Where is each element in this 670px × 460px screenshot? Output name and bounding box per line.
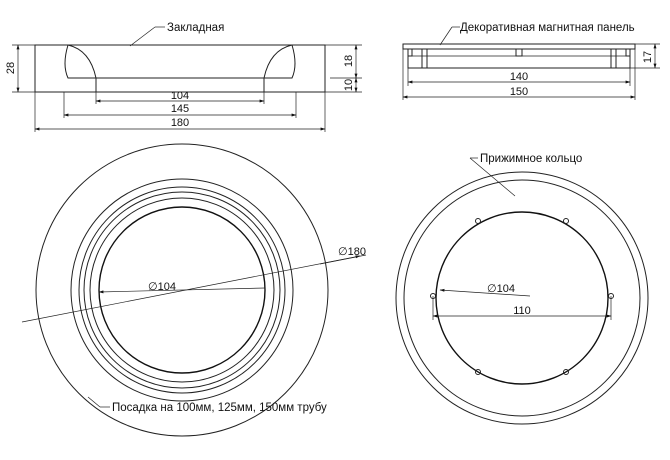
callout-magnetic-panel: Декоративная магнитная панель (460, 22, 635, 34)
insert-plan-view: ∅180 ∅104 Посадка на 100мм, 125мм, 150мм… (21, 143, 367, 437)
mounting-hole (475, 369, 481, 375)
dim-diameter-104-ring: ∅104 (487, 283, 515, 295)
dim-180-width: 180 (171, 117, 189, 129)
dim-140: 140 (510, 71, 528, 83)
mounting-hole (475, 218, 481, 224)
insert-right-wall (263, 44, 326, 93)
dim-150: 150 (510, 86, 528, 98)
mounting-hole (563, 218, 569, 224)
mounting-hole (563, 369, 569, 375)
dim-110: 110 (513, 305, 531, 317)
clamp-ring-plan-view: ∅104 110 Прижимное кольцо (395, 153, 649, 425)
dim-17: 17 (642, 51, 654, 63)
dim-145: 145 (171, 103, 189, 115)
insert-section-view: 104 145 180 28 18 10 Закладная (5, 22, 362, 132)
panel-section-view: 140 150 17 Декоративная магнитная панель (402, 22, 660, 100)
dim-18: 18 (343, 55, 355, 67)
callout-insert: Закладная (167, 22, 224, 34)
dim-104-insert: 104 (171, 90, 189, 102)
insert-left-wall (34, 44, 97, 93)
dim-28: 28 (5, 62, 17, 74)
dim-diameter-180: ∅180 (338, 246, 366, 258)
dim-diameter-104-insert: ∅104 (148, 281, 176, 293)
dim-10: 10 (343, 79, 355, 91)
callout-clamp-ring: Прижимное кольцо (480, 153, 582, 165)
callout-fit: Посадка на 100мм, 125мм, 150мм трубу (112, 402, 327, 414)
